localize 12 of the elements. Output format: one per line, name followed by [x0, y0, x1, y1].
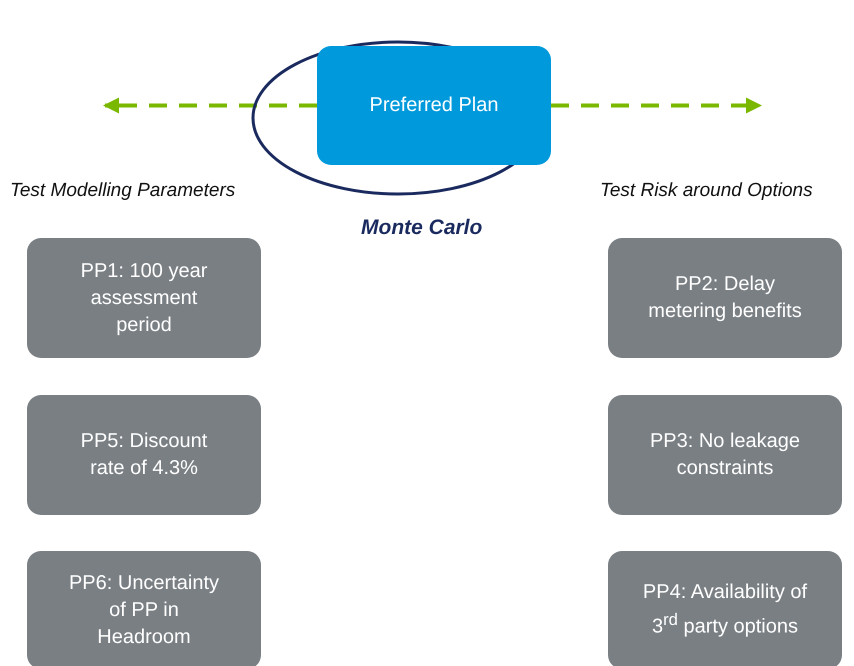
- option-box: PP3: No leakage constraints: [608, 395, 842, 515]
- section-heading: Test Risk around Options: [600, 180, 813, 202]
- option-box: PP6: Uncertainty of PP in Headroom: [27, 551, 261, 666]
- dashed-arrow: [551, 98, 762, 114]
- plan-box: Preferred Plan: [317, 46, 551, 165]
- option-box: PP1: 100 year assessment period: [27, 238, 261, 358]
- option-box: PP5: Discount rate of 4.3%: [27, 395, 261, 515]
- option-box: PP2: Delay metering benefits: [608, 238, 842, 358]
- dashed-arrow: [103, 98, 317, 114]
- option-box: PP4: Availability of 3$^{rd}$ party options: [608, 551, 842, 666]
- section-heading: Test Modelling Parameters: [10, 180, 236, 202]
- group-heading: Monte Carlo: [361, 216, 482, 240]
